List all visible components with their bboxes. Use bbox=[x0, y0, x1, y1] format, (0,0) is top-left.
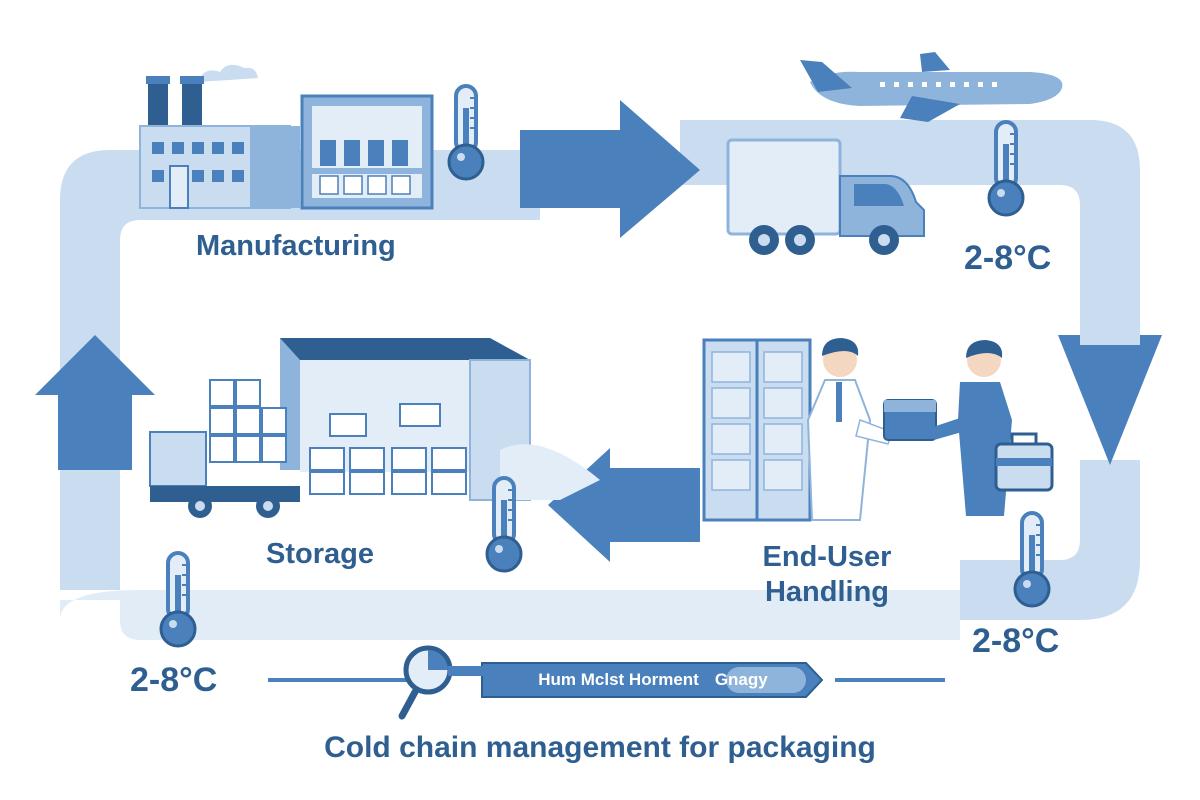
stage-label-storage: Storage bbox=[266, 538, 374, 570]
temperature-label-storage-side: 2-8°C bbox=[130, 661, 218, 699]
airplane-icon bbox=[800, 52, 1063, 122]
stage-label-manufacturing: Manufacturing bbox=[196, 230, 396, 262]
truck-icon bbox=[726, 138, 925, 255]
handover-people-icon bbox=[806, 338, 1054, 521]
indicator-text-main: Hum Mclst Horment bbox=[538, 670, 699, 689]
magnifier-icon bbox=[398, 645, 484, 720]
factory-icon bbox=[139, 64, 300, 209]
delivery-truck-icon bbox=[149, 431, 300, 518]
flow-arrow-right bbox=[520, 100, 700, 238]
indicator-text-tail: Gnagy bbox=[714, 670, 768, 689]
diagram-caption: Cold chain management for packaging bbox=[324, 731, 876, 764]
refrigerator-icon bbox=[702, 338, 812, 522]
temperature-label-end-user-side: 2-8°C bbox=[972, 622, 1060, 660]
humidity-indicator-bar bbox=[268, 662, 945, 698]
humidity-indicator-label: Hum Mclst Horment Gnagy bbox=[490, 663, 816, 697]
stage-label-end-user-handling: End-User Handling bbox=[712, 540, 942, 610]
temperature-label-transport: 2-8°C bbox=[964, 239, 1052, 277]
cabinet-icon bbox=[300, 94, 434, 210]
flow-arrow-down bbox=[1058, 335, 1162, 465]
flow-arrow-up bbox=[35, 335, 155, 470]
stage-label-end-user-line1: End-User bbox=[762, 541, 892, 573]
stage-label-end-user-line2: Handling bbox=[764, 576, 890, 608]
stacked-boxes-icon bbox=[209, 379, 467, 495]
